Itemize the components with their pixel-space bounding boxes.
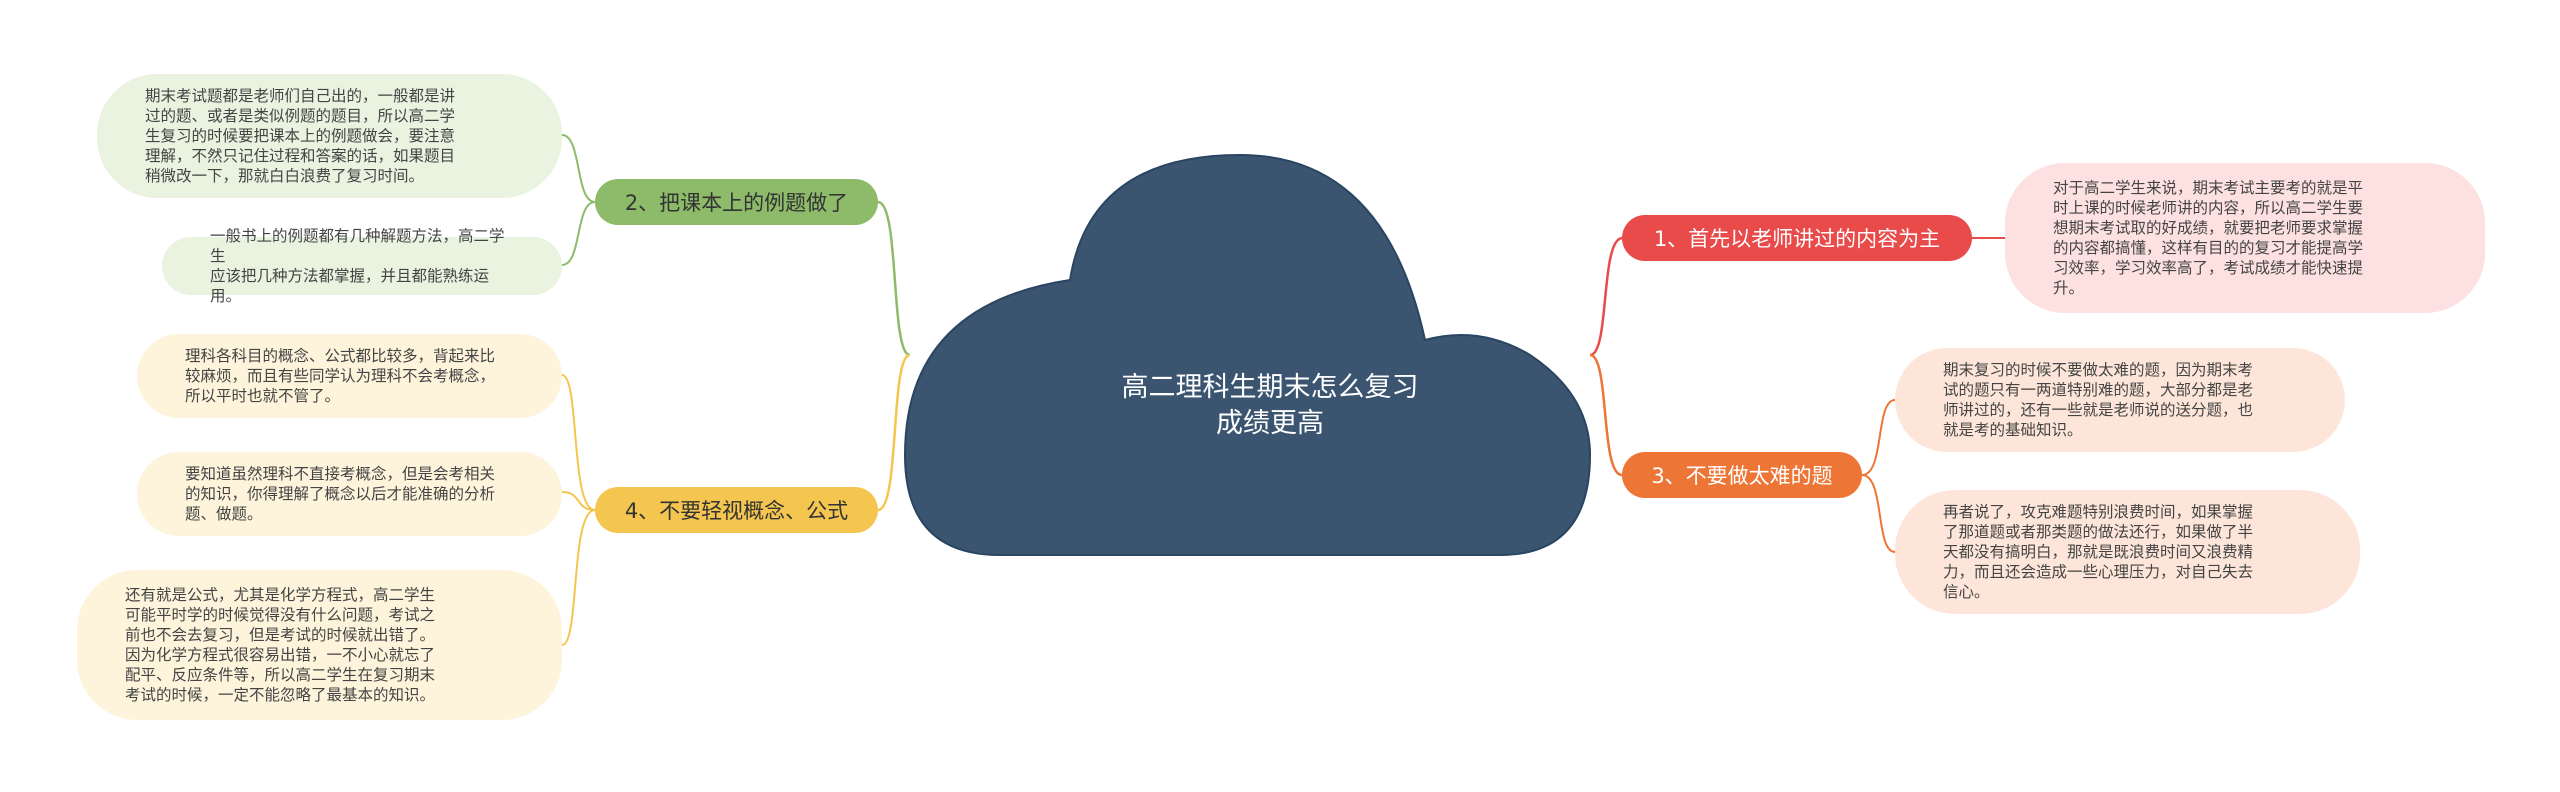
branch-3-leaf-2[interactable]: 再者说了，攻克难题特别浪费时间，如果掌握 了那道题或者那类题的做法还行，如果做了… bbox=[1895, 490, 2360, 614]
link-b4-leaf3 bbox=[561, 509, 596, 646]
branch-4-leaf-3[interactable]: 还有就是公式，尤其是化学方程式，高二学生 可能平时学的时候觉得没有什么问题，考试… bbox=[77, 570, 562, 720]
central-topic-line1: 高二理科生期末怎么复习 bbox=[1121, 372, 1419, 403]
branch-1-label: 1、首先以老师讲过的内容为主 bbox=[1653, 227, 1941, 251]
link-b2-leaf2 bbox=[561, 201, 596, 266]
link-b4-leaf1 bbox=[561, 374, 596, 511]
central-cloud-shape bbox=[903, 153, 1592, 556]
link-b2-leaf1 bbox=[561, 134, 596, 203]
branch-4-leaf-2[interactable]: 要知道虽然理科不直接考概念，但是会考相关 的知识，你得理解了概念以后才能准确的分… bbox=[137, 452, 562, 536]
link-b3-leaf2 bbox=[1861, 474, 1896, 553]
branch-4-node[interactable]: 4、不要轻视概念、公式 bbox=[595, 487, 878, 533]
branch-4-leaf-3-text: 还有就是公式，尤其是化学方程式，高二学生 可能平时学的时候觉得没有什么问题，考试… bbox=[125, 586, 436, 704]
branch-2-leaf-2-text: 一般书上的例题都有几种解题方法，高二学生 应该把几种方法都掌握，并且都能熟练运用… bbox=[210, 227, 505, 305]
branch-3-leaf-1-text: 期末复习的时候不要做太难的题，因为期末考 试的题只有一两道特别难的题，大部分都是… bbox=[1943, 361, 2254, 439]
central-topic-line2: 成绩更高 bbox=[1216, 408, 1324, 439]
branch-3-label: 3、不要做太难的题 bbox=[1651, 464, 1833, 488]
branch-1-leaf-1-text: 对于高二学生来说，期末考试主要考的就是平 时上课的时候老师讲的内容，所以高二学生… bbox=[2053, 179, 2364, 297]
link-b3-leaf1 bbox=[1861, 399, 1896, 476]
branch-4-leaf-2-text: 要知道虽然理科不直接考概念，但是会考相关 的知识，你得理解了概念以后才能准确的分… bbox=[185, 465, 496, 523]
branch-3-leaf-1[interactable]: 期末复习的时候不要做太难的题，因为期末考 试的题只有一两道特别难的题，大部分都是… bbox=[1895, 348, 2345, 452]
link-b4-leaf2 bbox=[561, 491, 596, 511]
link-center-b3 bbox=[1589, 353, 1623, 477]
link-center-b4 bbox=[877, 353, 911, 512]
branch-1-node[interactable]: 1、首先以老师讲过的内容为主 bbox=[1622, 215, 1972, 261]
branch-2-label: 2、把课本上的例题做了 bbox=[624, 191, 849, 215]
link-center-b2 bbox=[877, 200, 911, 357]
branch-4-leaf-1-text: 理科各科目的概念、公式都比较多，背起来比 较麻烦，而且有些同学认为理科不会考概念… bbox=[185, 347, 496, 405]
central-topic[interactable]: 高二理科生期末怎么复习 成绩更高 bbox=[1040, 370, 1500, 442]
link-center-b1 bbox=[1589, 236, 1623, 357]
branch-2-node[interactable]: 2、把课本上的例题做了 bbox=[595, 179, 878, 225]
branch-3-leaf-2-text: 再者说了，攻克难题特别浪费时间，如果掌握 了那道题或者那类题的做法还行，如果做了… bbox=[1943, 503, 2254, 601]
branch-1-leaf-1[interactable]: 对于高二学生来说，期末考试主要考的就是平 时上课的时候老师讲的内容，所以高二学生… bbox=[2005, 163, 2485, 313]
branch-2-leaf-1[interactable]: 期末考试题都是老师们自己出的，一般都是讲 过的题、或者是类似例题的题目，所以高二… bbox=[97, 74, 562, 198]
branch-4-leaf-1[interactable]: 理科各科目的概念、公式都比较多，背起来比 较麻烦，而且有些同学认为理科不会考概念… bbox=[137, 334, 562, 418]
branch-3-node[interactable]: 3、不要做太难的题 bbox=[1622, 452, 1862, 498]
branch-4-label: 4、不要轻视概念、公式 bbox=[624, 499, 849, 523]
branch-2-leaf-2[interactable]: 一般书上的例题都有几种解题方法，高二学生 应该把几种方法都掌握，并且都能熟练运用… bbox=[162, 227, 562, 305]
branch-2-leaf-1-text: 期末考试题都是老师们自己出的，一般都是讲 过的题、或者是类似例题的题目，所以高二… bbox=[145, 87, 456, 185]
